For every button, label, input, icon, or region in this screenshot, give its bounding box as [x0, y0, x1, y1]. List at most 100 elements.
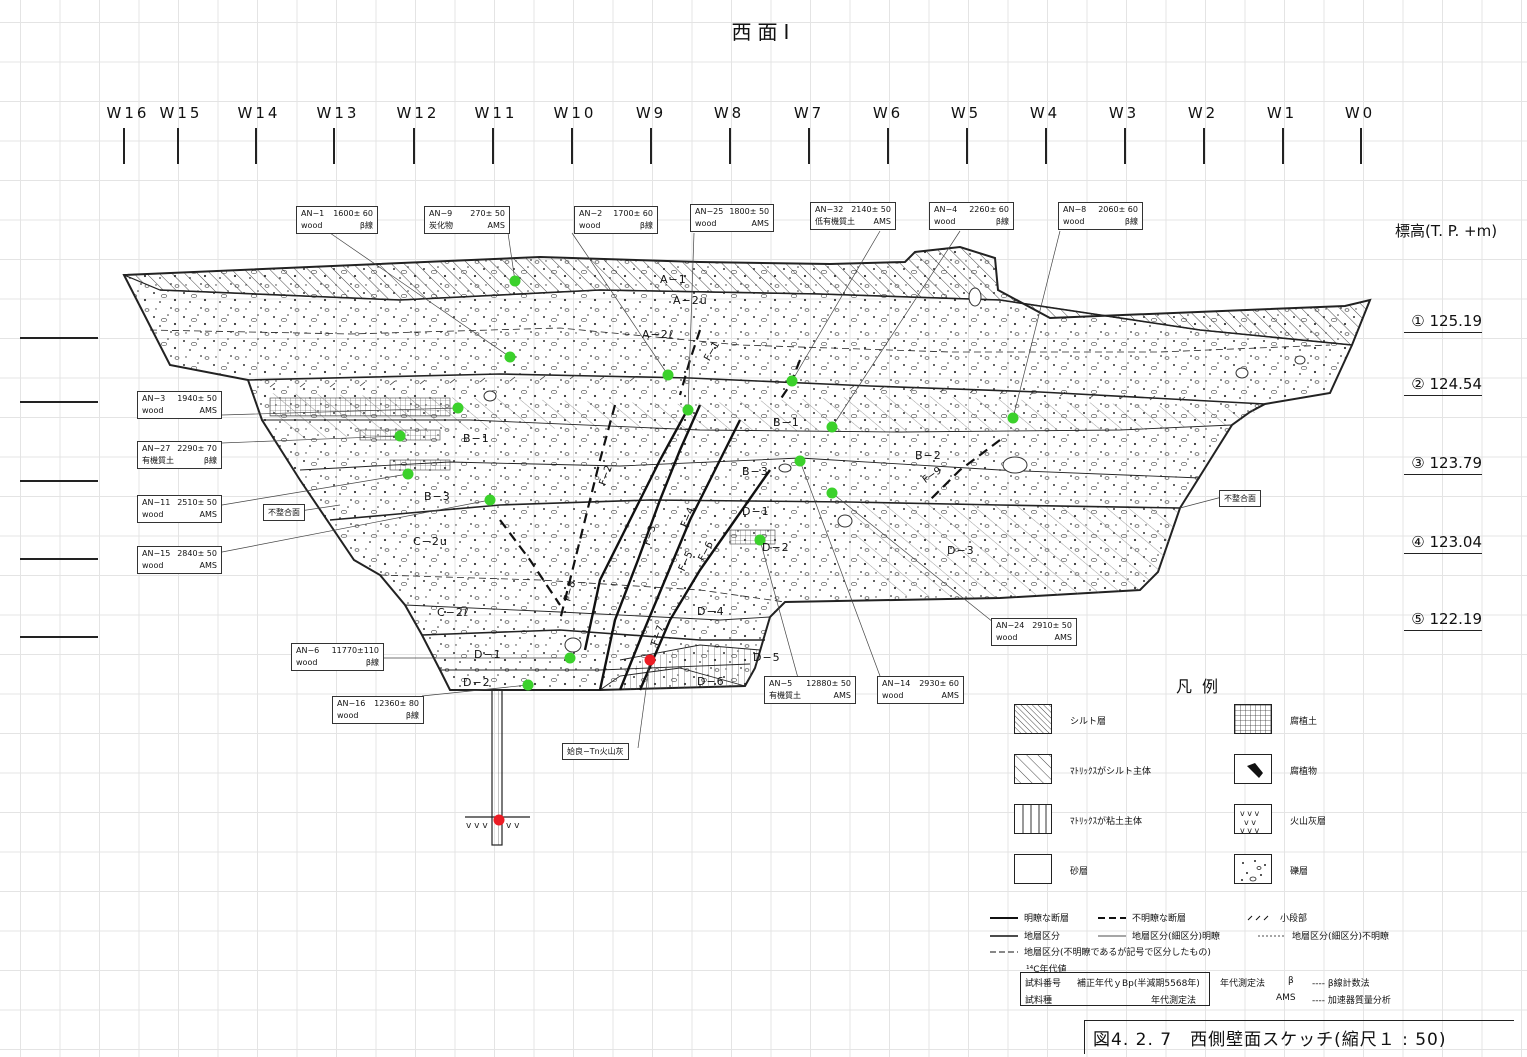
grid-label-w9: W9	[635, 104, 667, 122]
layer-label: B−1	[773, 416, 800, 429]
layer-label: D−6	[697, 675, 725, 688]
grid-tick	[1282, 128, 1284, 164]
layer-label: D−2	[463, 676, 491, 689]
blank-icon	[1014, 854, 1052, 884]
grid-tick	[571, 128, 573, 164]
tephra-dot	[493, 814, 505, 826]
format-sample-no: 試料番号	[1025, 979, 1062, 989]
grid-tick	[1045, 128, 1047, 164]
elevation-level-1: ① 125.19	[1404, 312, 1482, 333]
format-sample-type: 試料種	[1025, 996, 1053, 1006]
legend-line-row: 不明瞭な断層	[1098, 914, 1187, 924]
layer-label: D−1	[742, 505, 770, 518]
sample-dot	[662, 369, 674, 381]
grid-label-w8: W8	[713, 104, 745, 122]
svg-text:v v v: v v v	[1240, 809, 1260, 818]
grid-tick	[966, 128, 968, 164]
method-key-label: 年代測定法	[1220, 979, 1266, 989]
tephra-dot	[644, 654, 656, 666]
vertical-lines-icon	[1014, 804, 1052, 834]
grid-label-w6: W6	[872, 104, 904, 122]
grid-label-w13: W13	[316, 104, 360, 122]
grid-label-w12: W12	[396, 104, 440, 122]
grid-label-w16: W16	[106, 104, 150, 122]
method-key-symbol: AMS	[1276, 993, 1296, 1003]
grid-label-w10: W10	[553, 104, 597, 122]
sample-dot	[509, 275, 521, 287]
grid-label-w14: W14	[237, 104, 281, 122]
unconformity-note: 不整合面	[1219, 490, 1261, 507]
sample-dot	[682, 404, 694, 416]
layer-label: A−1	[660, 273, 687, 286]
elevation-level-3: ③ 123.79	[1404, 454, 1482, 475]
legend-label: 腐植物	[1290, 767, 1318, 777]
svg-text:v v v: v v v	[1240, 826, 1260, 834]
legend-line-row: 地層区分(細区分)不明瞭	[1258, 932, 1390, 942]
grid-label-w2: W2	[1187, 104, 1219, 122]
grid-tick	[177, 128, 179, 164]
grid-tick	[492, 128, 494, 164]
layer-label: B−1	[463, 432, 490, 445]
layer-label: C−2ℓ	[437, 606, 470, 619]
elevation-level-4: ④ 123.04	[1404, 533, 1482, 554]
elevation-level-5: ⑤ 122.19	[1404, 610, 1482, 631]
grid-tick	[123, 128, 125, 164]
method-key-desc: ---- β線計数法	[1312, 979, 1370, 989]
sample-dot	[522, 679, 534, 691]
sample-dot	[794, 455, 806, 467]
sample-dot	[402, 468, 414, 480]
layer-label: B−3	[424, 490, 451, 503]
format-corrected: 補正年代ｙBp(半減期5568年)	[1077, 979, 1200, 989]
grid-label-w15: W15	[159, 104, 203, 122]
sample-dot	[484, 494, 496, 506]
grid-tick	[1124, 128, 1126, 164]
grid-hatch-icon	[1234, 704, 1272, 734]
gravel-icon	[1234, 854, 1272, 884]
legend-line-row: 地層区分(細区分)明瞭	[1098, 932, 1221, 942]
legend-line-row: 小段部	[1246, 911, 1307, 924]
legend-line-row: 地層区分	[990, 932, 1061, 942]
hatch-diagonal-icon	[1014, 754, 1052, 784]
svg-text:v v: v v	[506, 821, 520, 831]
elevation-line	[20, 337, 98, 339]
layer-label: D−5	[753, 651, 781, 664]
grid-label-w1: W1	[1266, 104, 1298, 122]
format-box: 試料番号 補正年代ｙBp(半減期5568年) 試料種 年代測定法	[1020, 972, 1210, 1006]
sample-dot	[826, 421, 838, 433]
legend-label: ﾏﾄﾘｯｸｽがシルト主体	[1070, 767, 1152, 777]
grid-label-w7: W7	[793, 104, 825, 122]
elevation-line	[20, 558, 98, 560]
grid-tick	[255, 128, 257, 164]
layer-label: C−2u	[413, 535, 448, 548]
c14-title: ¹⁴C年代値	[1026, 965, 1067, 975]
grid-label-w4: W4	[1029, 104, 1061, 122]
elevation-line	[20, 480, 98, 482]
elevation-level-2: ② 124.54	[1404, 375, 1482, 396]
grid-tick	[1360, 128, 1362, 164]
grid-tick	[333, 128, 335, 164]
legend-title: 凡例	[1176, 677, 1229, 696]
hatch-dense-icon	[1014, 704, 1052, 734]
figure-caption: 図4. 2. 7 西側壁面スケッチ(縮尺１ : 50)	[1084, 1020, 1514, 1054]
drawing-title: 西面Ⅰ	[731, 20, 796, 44]
sample-dot	[504, 351, 516, 363]
layer-label: D−2	[762, 541, 790, 554]
sample-dot	[452, 402, 464, 414]
method-key-symbol: β	[1288, 976, 1294, 986]
grid-tick	[650, 128, 652, 164]
grid-tick	[808, 128, 810, 164]
grid-label-w5: W5	[950, 104, 982, 122]
humus-blob-icon	[1234, 754, 1272, 784]
sample-dot	[826, 487, 838, 499]
